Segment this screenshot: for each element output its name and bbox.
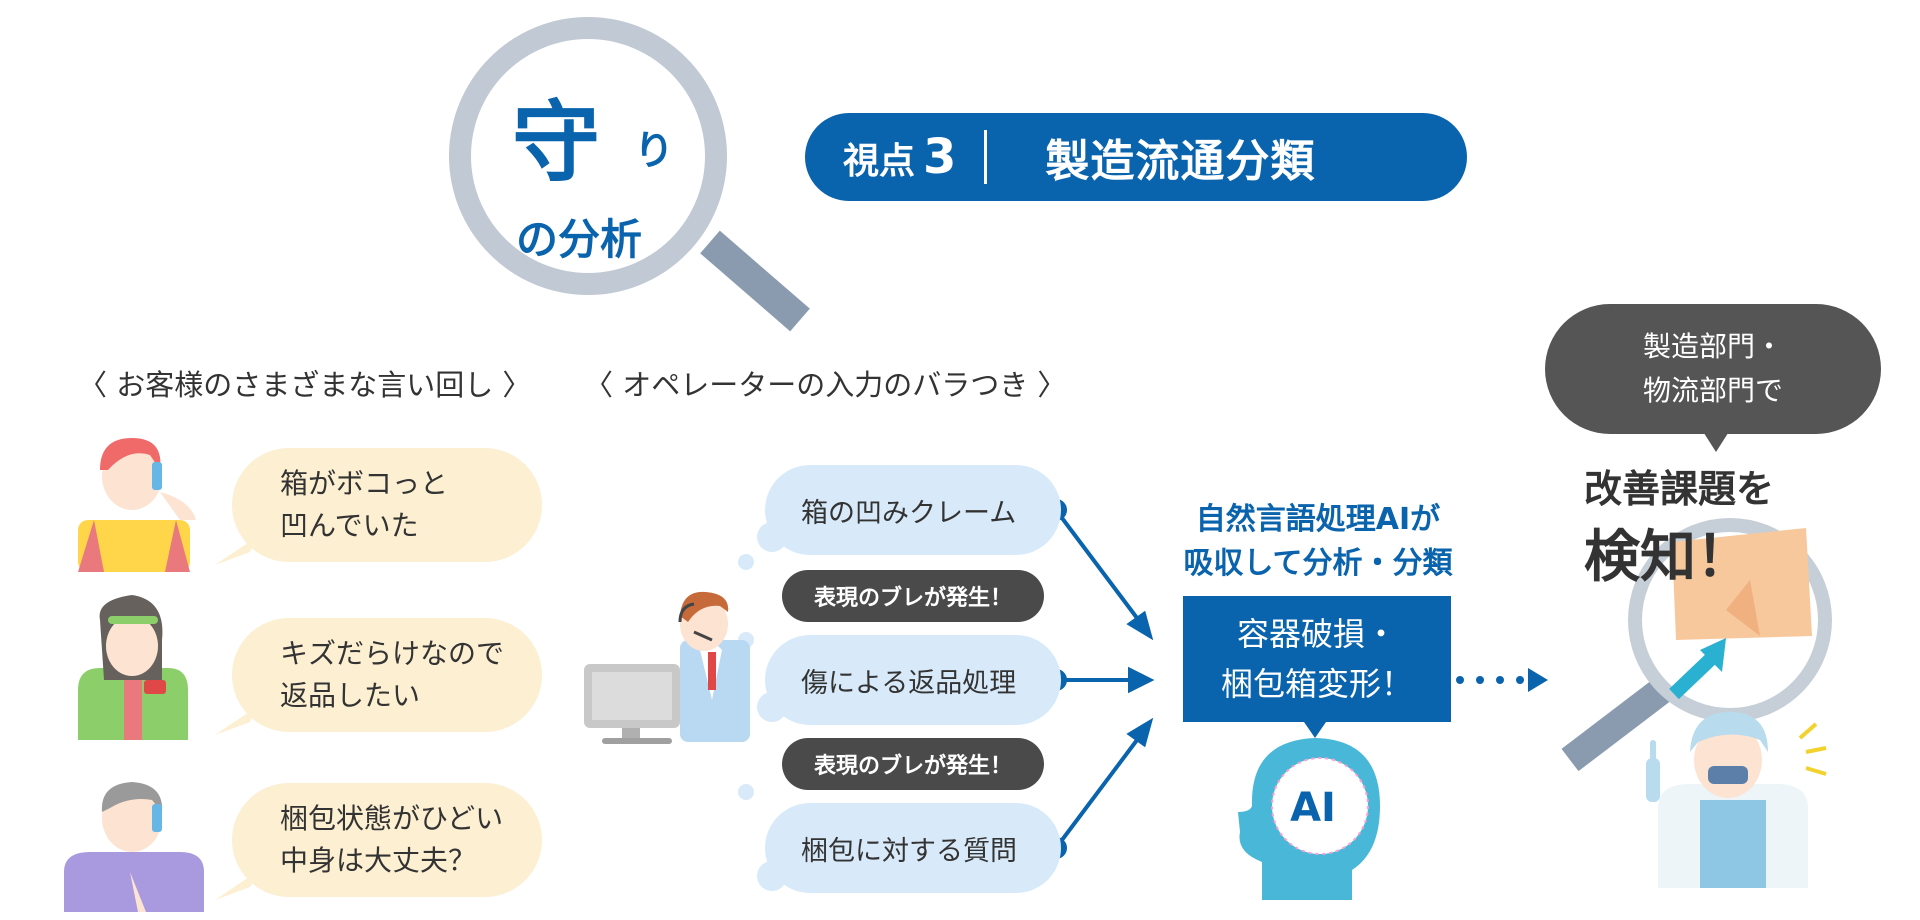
arrow-head-3 xyxy=(1126,717,1154,748)
customer-bubble-3: 梱包状態がひどい 中身は大丈夫？ xyxy=(232,783,542,897)
ai-heading: 自然言語処理AIが 吸収して分析・分類 xyxy=(1183,502,1453,581)
badge-title: 製造流通分類 xyxy=(1045,136,1316,187)
magnifier-icon xyxy=(449,17,810,332)
arrow-head-1 xyxy=(1126,610,1154,641)
viewpoint-text: 視点 xyxy=(843,141,916,182)
ai-box-pointer xyxy=(1304,722,1326,738)
operator-entry-text: 傷による返品処理 xyxy=(801,667,1017,699)
arrow-head-4 xyxy=(1528,668,1548,692)
magnifier-subtitle: の分析 xyxy=(516,215,643,264)
customers-heading: 〈 お客様のさまざまな言い回し 〉 xyxy=(78,368,532,402)
customer-bubble-text: 箱がボコっと 凹んでいた xyxy=(280,467,449,542)
customer-woman-phone-icon xyxy=(78,438,196,572)
badge-divider xyxy=(984,130,988,184)
factory-worker-icon xyxy=(1646,712,1827,888)
magnifier-title-main: 守 xyxy=(512,91,601,194)
operators-heading: 〈 オペレーターの入力のバラつき 〉 xyxy=(584,368,1067,402)
operator-at-computer-icon xyxy=(584,591,750,744)
customer-bubble-2: キズだらけなので 返品したい xyxy=(232,618,542,732)
customer-bubble-1: 箱がボコっと 凹んでいた xyxy=(232,448,542,562)
customer-bubble-text: キズだらけなので 返品したい xyxy=(280,637,505,712)
variation-label-2: 表現のブレが発生！ xyxy=(782,738,1044,790)
outcome-line-1: 改善課題を xyxy=(1584,467,1775,511)
arrow-head-2 xyxy=(1128,666,1155,694)
viewpoint-number: 3 xyxy=(923,129,957,185)
customer-woman-holding-phone-icon xyxy=(78,595,188,740)
operator-entry-3: 梱包に対する質問 xyxy=(765,803,1061,893)
speech-tail xyxy=(1702,430,1730,452)
arrows-to-ai xyxy=(1045,499,1155,859)
outcome-line-2: 検知！ xyxy=(1584,525,1752,590)
ai-result-box: 容器破損・ 梱包箱変形！ xyxy=(1183,596,1451,722)
ai-head-icon xyxy=(1238,738,1380,900)
dotted-arrow xyxy=(1456,668,1548,692)
ai-icon-label: AI xyxy=(1290,785,1336,831)
operator-entry-text: 梱包に対する質問 xyxy=(801,835,1017,867)
customer-elderly-man-phone-icon xyxy=(64,782,204,912)
operator-entry-text: 箱の凹みクレーム xyxy=(801,497,1017,529)
operator-entry-1: 箱の凹みクレーム xyxy=(765,465,1061,555)
magnifier-title-small: り xyxy=(634,128,674,174)
department-speech-bubble: 製造部門・ 物流部門で xyxy=(1545,304,1881,434)
operator-entry-2: 傷による返品処理 xyxy=(765,635,1061,725)
variation-label-1: 表現のブレが発生！ xyxy=(782,570,1044,622)
customer-bubble-text: 梱包状態がひどい 中身は大丈夫？ xyxy=(280,802,504,877)
